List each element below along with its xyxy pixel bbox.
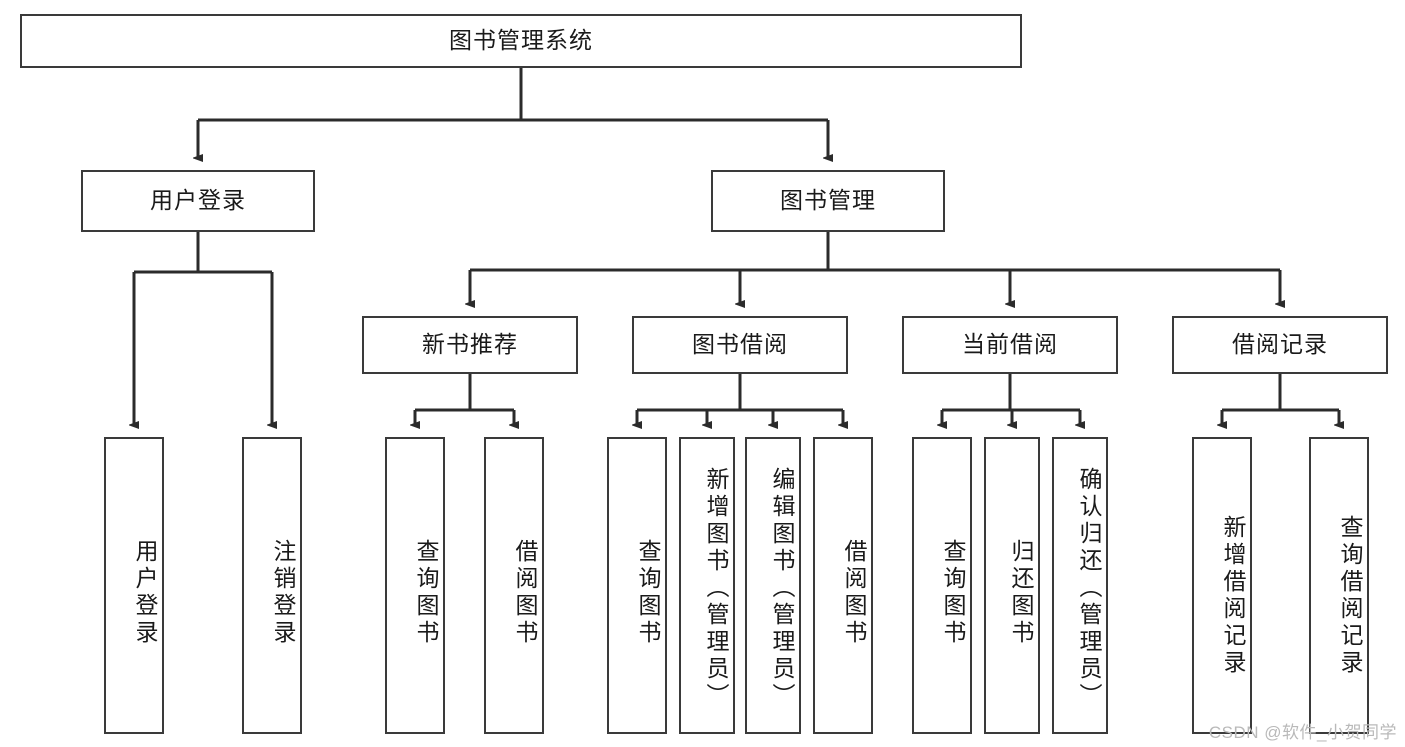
node-user-login-label: 用户登录 bbox=[150, 187, 246, 214]
node-leaf-user-login[interactable]: 用户登录 bbox=[104, 437, 164, 734]
node-book-manage[interactable]: 图书管理 bbox=[711, 170, 945, 232]
node-current-borrow[interactable]: 当前借阅 bbox=[902, 316, 1118, 374]
node-leaf-add-record-label: 新增借阅记录 bbox=[1220, 514, 1246, 677]
node-leaf-add-book-label: 新增图书（管理员） bbox=[703, 467, 729, 710]
node-leaf-borrow-book-2[interactable]: 借阅图书 bbox=[813, 437, 873, 734]
node-current-borrow-label: 当前借阅 bbox=[962, 331, 1058, 358]
node-leaf-query-record-label: 查询借阅记录 bbox=[1337, 514, 1363, 677]
node-leaf-query-book-2[interactable]: 查询图书 bbox=[607, 437, 667, 734]
node-leaf-return-book-label: 归还图书 bbox=[1008, 538, 1034, 647]
node-book-manage-label: 图书管理 bbox=[780, 187, 876, 214]
node-new-book-rec-label: 新书推荐 bbox=[422, 331, 518, 358]
node-leaf-borrow-book-1-label: 借阅图书 bbox=[512, 538, 538, 647]
node-borrow-record-label: 借阅记录 bbox=[1232, 331, 1328, 358]
node-leaf-query-book-2-label: 查询图书 bbox=[635, 538, 661, 647]
node-leaf-user-login-label: 用户登录 bbox=[132, 538, 158, 647]
node-borrow-record[interactable]: 借阅记录 bbox=[1172, 316, 1388, 374]
node-user-login[interactable]: 用户登录 bbox=[81, 170, 315, 232]
node-root-label: 图书管理系统 bbox=[449, 27, 593, 54]
node-leaf-query-book-1-label: 查询图书 bbox=[413, 538, 439, 647]
node-leaf-return-book[interactable]: 归还图书 bbox=[984, 437, 1040, 734]
node-book-borrow[interactable]: 图书借阅 bbox=[632, 316, 848, 374]
node-leaf-add-book[interactable]: 新增图书（管理员） bbox=[679, 437, 735, 734]
node-leaf-borrow-book-1[interactable]: 借阅图书 bbox=[484, 437, 544, 734]
node-leaf-logout-label: 注销登录 bbox=[270, 538, 296, 647]
node-leaf-logout[interactable]: 注销登录 bbox=[242, 437, 302, 734]
node-book-borrow-label: 图书借阅 bbox=[692, 331, 788, 358]
node-leaf-confirm-return-label: 确认归还（管理员） bbox=[1076, 467, 1102, 710]
node-leaf-query-book-3[interactable]: 查询图书 bbox=[912, 437, 972, 734]
node-leaf-confirm-return[interactable]: 确认归还（管理员） bbox=[1052, 437, 1108, 734]
node-new-book-rec[interactable]: 新书推荐 bbox=[362, 316, 578, 374]
node-leaf-edit-book[interactable]: 编辑图书（管理员） bbox=[745, 437, 801, 734]
node-leaf-query-book-3-label: 查询图书 bbox=[940, 538, 966, 647]
node-leaf-query-record[interactable]: 查询借阅记录 bbox=[1309, 437, 1369, 734]
node-root[interactable]: 图书管理系统 bbox=[20, 14, 1022, 68]
node-leaf-borrow-book-2-label: 借阅图书 bbox=[841, 538, 867, 647]
node-leaf-query-book-1[interactable]: 查询图书 bbox=[385, 437, 445, 734]
node-leaf-edit-book-label: 编辑图书（管理员） bbox=[769, 467, 795, 710]
node-leaf-add-record[interactable]: 新增借阅记录 bbox=[1192, 437, 1252, 734]
watermark-text: CSDN @软件_小贺同学 bbox=[1208, 723, 1397, 742]
